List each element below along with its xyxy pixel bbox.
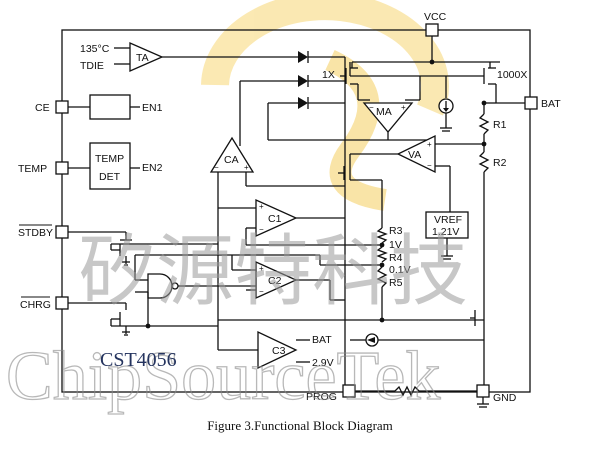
r2-label: R2 [493,157,507,169]
ta-amplifier [129,42,164,72]
stdby-label: STDBY [18,227,53,239]
mosfet-1000x [350,62,497,103]
ca-amplifier [209,136,255,173]
r4-label: R4 [389,252,403,264]
stdby-pin [55,225,69,239]
ma-label: MA [376,106,392,118]
ce-label: CE [35,102,50,114]
watermark-chinese: 矽源特科技 [78,227,468,317]
watermark-english: ChipSourceTek [6,338,440,415]
chrg-pin [55,296,69,310]
ce-buffer [89,94,131,120]
c3-bat-label: BAT [312,334,332,346]
resistor-r3 [376,227,388,244]
diode-va [298,97,308,109]
mosfet-1x-label: 1X [322,69,335,81]
c2-comparator [255,260,298,300]
svg-text:−: − [427,161,432,170]
tdie-label: TDIE [80,60,104,72]
figure-caption: Figure 3.Functional Block Diagram [207,418,393,433]
mosfet-1000x-label: 1000X [497,69,527,81]
en2-label: EN2 [142,162,163,174]
svg-text:−: − [259,225,264,234]
resistor-r5 [376,266,388,288]
resistor-r4 [376,246,388,263]
temp-det-line1: TEMP [95,153,124,165]
temp-threshold-label: 135°C [80,43,110,55]
level-0v1: 0.1V [389,264,411,276]
r1-label: R1 [493,119,507,131]
c2-label: C2 [268,275,282,287]
prog-label: PROG [306,391,337,403]
diode-ca [298,75,308,87]
c1-label: C1 [268,213,282,225]
ce-pin [55,100,69,114]
svg-text:+: + [401,103,406,112]
va-amplifier [396,134,436,174]
svg-text:+: + [259,264,264,273]
temp-pin [55,161,69,175]
svg-text:−: − [369,103,374,112]
chrg-label: CHRG [20,299,51,311]
vcc-label: VCC [424,11,447,23]
vref-line2: 1.21V [432,226,459,238]
svg-text:−: − [259,287,264,296]
c1-comparator [255,198,298,238]
prog-resistor [394,385,420,397]
temp-detector [89,142,131,190]
mosfet-1x [340,62,359,100]
vcc-pin [425,23,439,37]
watermark-part-number: CST4056 [100,349,177,371]
bat-label: BAT [541,98,561,110]
resistor-r2 [478,151,490,173]
vref-source [425,211,469,239]
r3-label: R3 [389,225,403,237]
svg-text:−: − [214,163,219,172]
r5-label: R5 [389,277,403,289]
gnd-pin [476,384,490,398]
temp-label: TEMP [18,163,47,175]
ma-amplifier [362,102,414,134]
svg-text:+: + [259,202,264,211]
c3-ref-label: 2.9V [312,357,334,369]
vref-line1: VREF [434,214,462,226]
ta-label: TA [136,52,149,64]
chip-outline [61,29,531,393]
va-label: VA [408,149,421,161]
temp-det-line2: DET [99,171,121,183]
resistor-r1 [478,113,490,135]
ca-label: CA [224,154,239,166]
svg-text:+: + [427,140,432,149]
level-1v: 1V [389,239,402,251]
c3-label: C3 [272,345,286,357]
en1-label: EN1 [142,102,163,114]
chipsourcetek-logo [201,0,449,211]
bat-pin [524,96,538,110]
svg-text:+: + [244,163,249,172]
diode-ta [298,51,308,63]
gnd-label: GND [493,392,517,404]
